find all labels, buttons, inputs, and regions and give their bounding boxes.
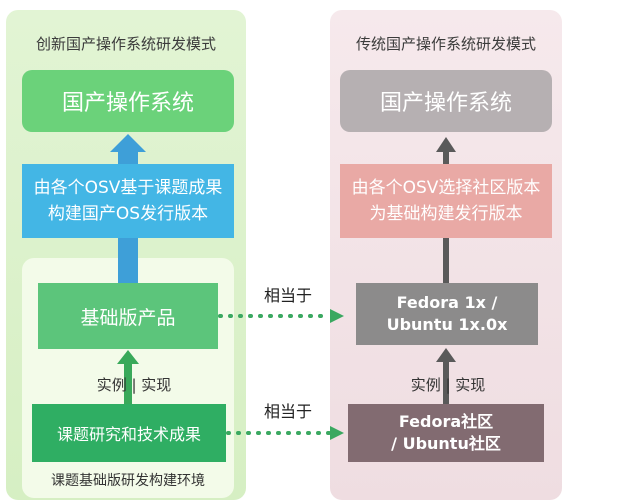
left-implement-label: 实例 | 实现 xyxy=(96,375,172,394)
right-implement-label: 实例 | 实现 xyxy=(410,375,486,394)
community-box: Fedora社区 / Ubuntu社区 xyxy=(348,404,544,462)
left-domestic-os-box: 国产操作系统 xyxy=(22,70,234,132)
left-osv-line2: 构建国产OS发行版本 xyxy=(47,204,209,224)
right-up-arrow-small xyxy=(436,348,456,404)
right-panel-title: 传统国产操作系统研发模式 xyxy=(355,34,536,53)
fedora-line1: Fedora 1x / xyxy=(396,293,498,312)
left-panel-title: 创新国产操作系统研发模式 xyxy=(35,34,216,53)
equivalence-arrow-top xyxy=(218,309,344,323)
right-osv-line1: 由各个OSV选择社区版本 xyxy=(351,178,541,198)
community-line2: / Ubuntu社区 xyxy=(391,434,501,453)
research-results-box: 课题研究和技术成果 xyxy=(32,404,226,462)
equivalent-label-bottom: 相当于 xyxy=(263,402,312,421)
community-line1: Fedora社区 xyxy=(398,412,494,431)
basic-product-box: 基础版产品 xyxy=(38,283,218,349)
left-osv-box: 由各个OSV基于课题成果 构建国产OS发行版本 xyxy=(22,164,234,238)
fedora-ubuntu-release-box: Fedora 1x / Ubuntu 1x.0x xyxy=(356,283,538,345)
equivalent-label-top: 相当于 xyxy=(263,286,312,305)
equivalence-arrow-bottom xyxy=(226,426,344,440)
fedora-line2: Ubuntu 1x.0x xyxy=(386,315,508,334)
right-osv-box: 由各个OSV选择社区版本 为基础构建发行版本 xyxy=(340,164,552,238)
left-osv-line1: 由各个OSV基于课题成果 xyxy=(33,178,223,198)
right-osv-line2: 为基础构建发行版本 xyxy=(369,204,523,224)
right-domestic-os-box: 国产操作系统 xyxy=(340,70,552,132)
research-environment-label: 课题基础版研发构建环境 xyxy=(51,473,205,489)
left-up-arrow-small xyxy=(117,350,139,404)
